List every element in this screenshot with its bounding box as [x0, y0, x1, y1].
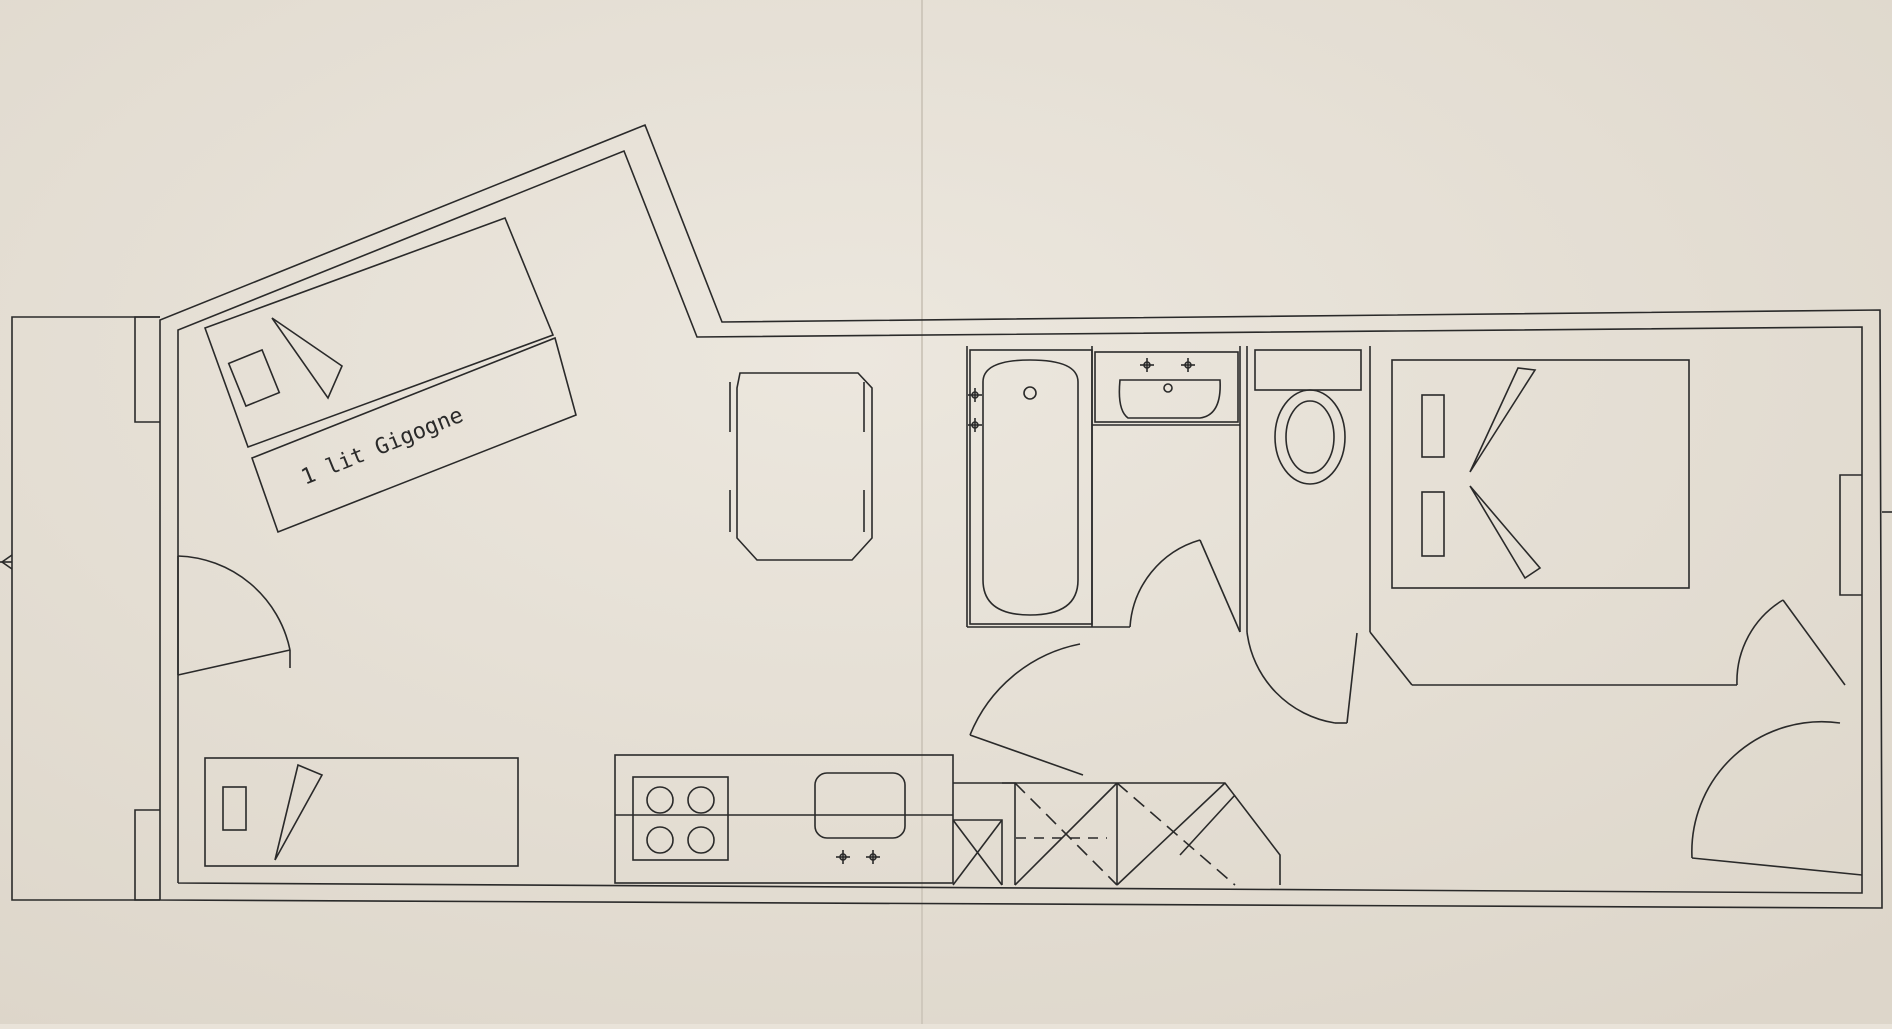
- balcony: [0, 316, 160, 901]
- cooktop: [632, 776, 729, 861]
- storage-closets: [952, 782, 1281, 886]
- outer-walls: [159, 123, 1883, 909]
- hall-doors: [969, 643, 1863, 876]
- bedroom: [1369, 359, 1892, 686]
- entry-door: [177, 555, 291, 676]
- wc: [1246, 346, 1371, 724]
- washbasin: [1094, 351, 1239, 423]
- toilet-bowl: [1274, 389, 1346, 485]
- kitchen-sink: [814, 772, 906, 839]
- kitchen-tap: [836, 850, 850, 864]
- dining-table: [729, 372, 873, 561]
- bathtub: [969, 349, 1093, 625]
- kitchen-counter: [614, 754, 954, 884]
- bathroom: [966, 346, 1241, 633]
- single-bed: [204, 757, 519, 867]
- double-bed: [1391, 359, 1690, 589]
